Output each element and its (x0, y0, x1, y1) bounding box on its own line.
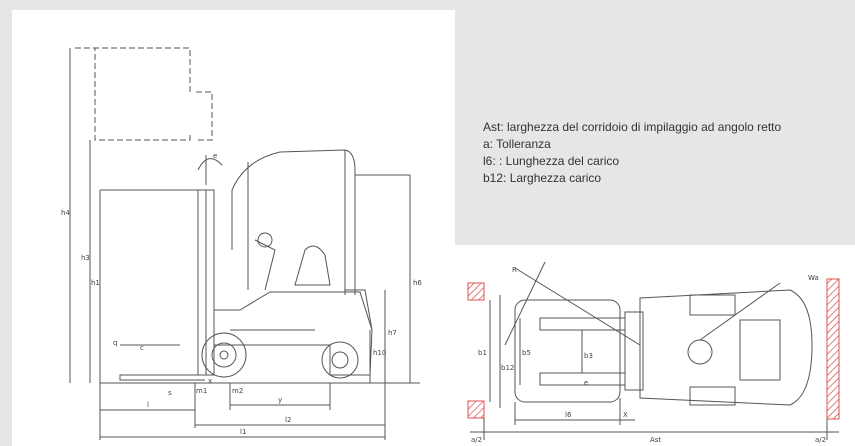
seat (294, 245, 331, 286)
label-e-top: e (584, 379, 588, 387)
label-a2-left: a/2 (471, 436, 482, 444)
truck-body (213, 291, 373, 376)
label-l: l (147, 401, 149, 409)
top-view-labels: R Wa b1 b12 b5 b3 e l6 X a/2 a/2 Ast (471, 266, 826, 444)
legend-l6: l6: : Lunghezza del carico (483, 154, 620, 168)
side-view-panel (12, 10, 455, 446)
label-x: x (208, 377, 212, 385)
label-b3: b3 (584, 352, 593, 360)
legend-b12: b12: Larghezza carico (483, 171, 602, 185)
label-l1: l1 (240, 428, 246, 436)
label-b5: b5 (522, 349, 531, 357)
label-l6: l6 (565, 411, 572, 419)
legend-ast: Ast: larghezza del corridoio di impilagg… (483, 120, 782, 134)
rear-wheel (321, 341, 359, 379)
label-h1: h1 (91, 279, 100, 287)
label-q: q (113, 339, 117, 347)
label-l2: l2 (285, 416, 291, 424)
legend-a: a: Tolleranza (483, 137, 551, 151)
label-s: s (168, 389, 172, 397)
label-b12: b12 (501, 364, 514, 372)
label-Ast: Ast (650, 436, 661, 444)
side-view-labels: h4 h3 h1 h6 h7 h10 c q s m1 m2 x y l l2 … (61, 152, 422, 436)
label-Wa: Wa (808, 274, 819, 282)
side-view-drawing (69, 47, 420, 440)
top-view-panel (455, 245, 855, 446)
top-view-drawing (467, 261, 840, 440)
label-h7: h7 (388, 329, 397, 337)
truck-top-body (639, 289, 813, 406)
label-m2: m2 (232, 387, 243, 395)
steering (254, 239, 276, 291)
label-R: R (512, 266, 517, 274)
forks (119, 374, 205, 381)
fork-lower (539, 372, 626, 386)
label-b1: b1 (478, 349, 487, 357)
radius-line (514, 267, 641, 346)
front-wheel (201, 332, 247, 378)
wall-left-bottom (467, 400, 485, 419)
steering-wheel-top (687, 339, 713, 365)
raised-load (75, 47, 213, 141)
legend: Ast: larghezza del corridoio di impilagg… (483, 119, 781, 187)
label-h6: h6 (413, 279, 422, 287)
label-y: y (278, 396, 282, 404)
label-e: e (213, 152, 217, 160)
label-a2-right: a/2 (815, 436, 826, 444)
wall-left-top (467, 282, 485, 301)
overhead-guard (231, 149, 356, 295)
label-m1: m1 (196, 387, 207, 395)
label-X: X (623, 411, 628, 419)
label-c: c (140, 344, 144, 352)
wall-right (826, 278, 840, 420)
label-h4: h4 (61, 209, 70, 217)
label-h10: h10 (373, 349, 386, 357)
tilt-arc (197, 158, 223, 171)
label-h3: h3 (81, 254, 90, 262)
